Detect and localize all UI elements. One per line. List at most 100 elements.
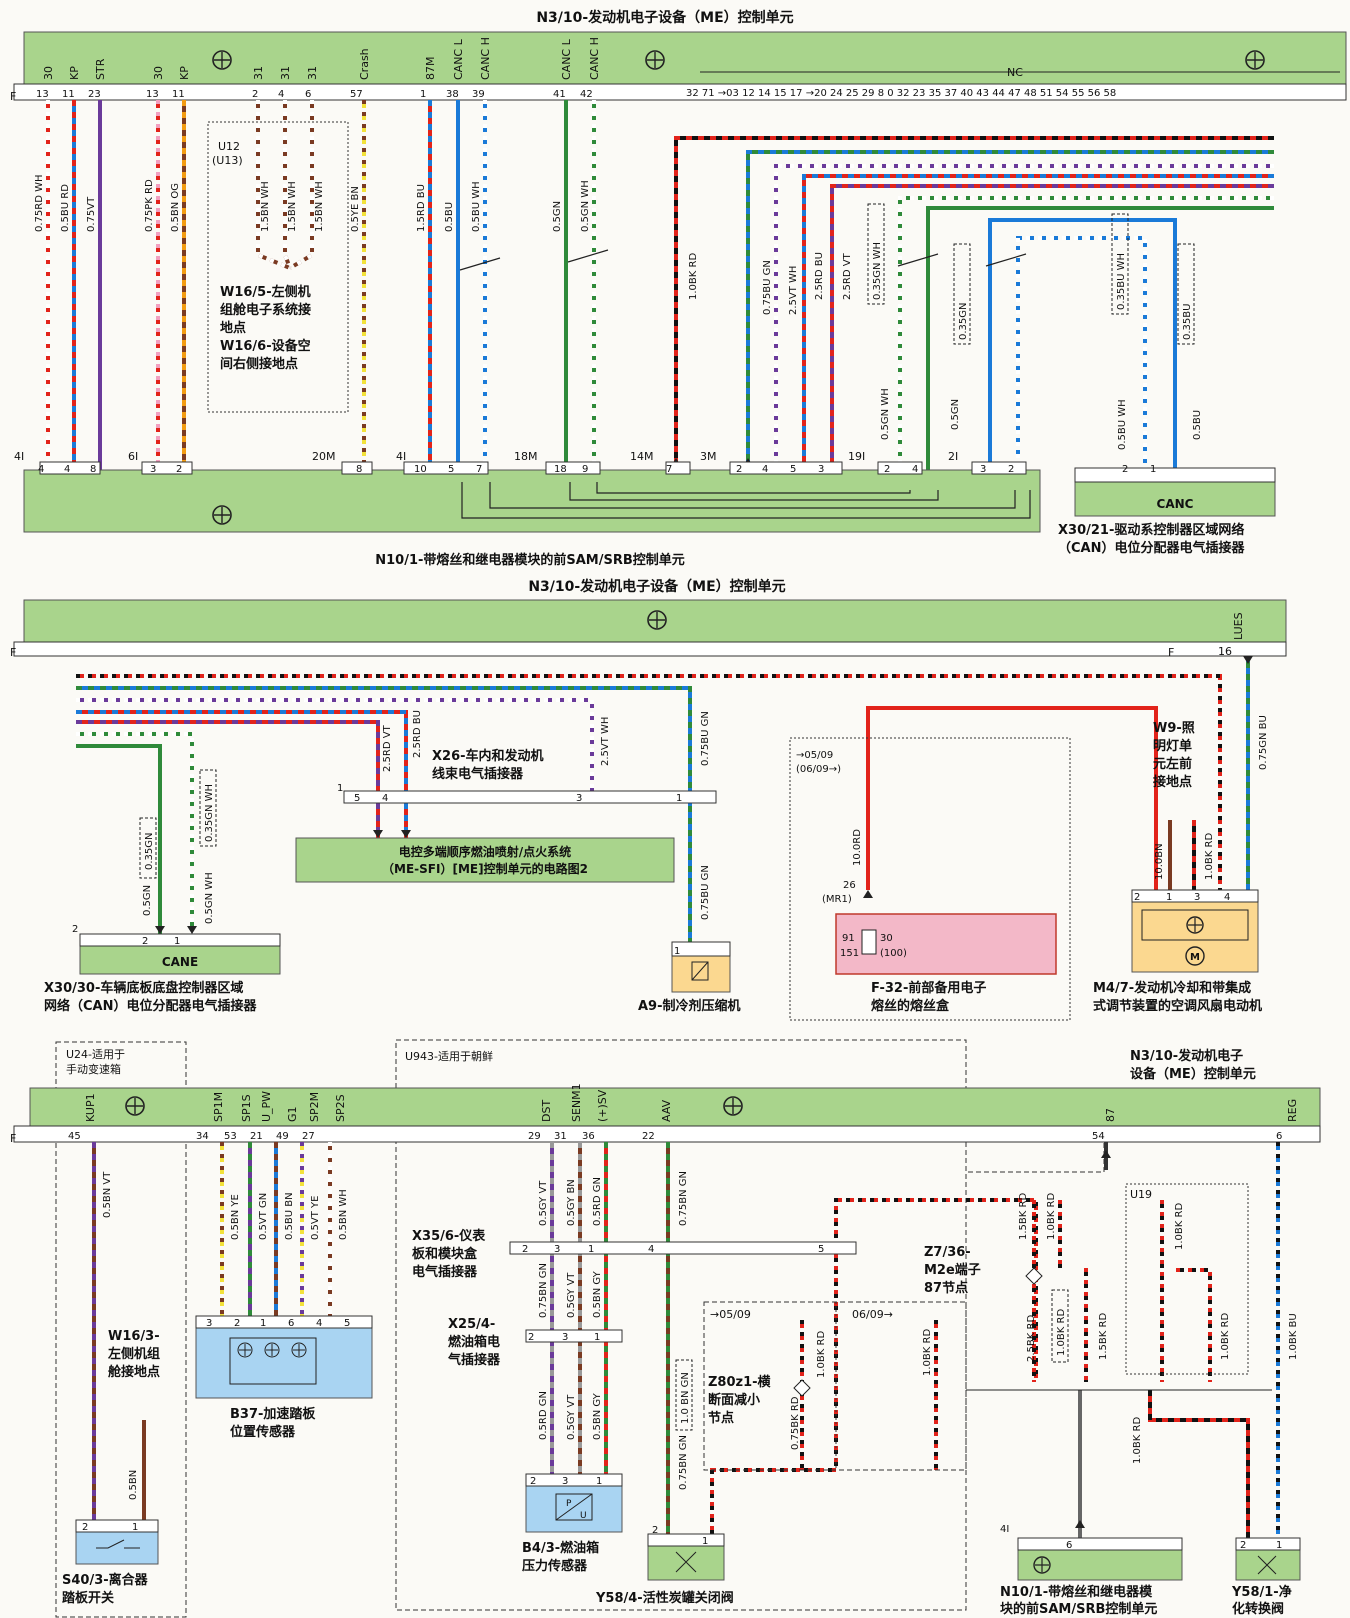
ground-icon — [264, 1342, 280, 1358]
wire-label: 0.35GN — [144, 833, 155, 871]
pin-number: 8 — [356, 464, 362, 475]
cross-section-box — [139, 817, 157, 879]
b37-line2: 位置传感器 — [230, 1424, 296, 1440]
pin-name: SP1M — [212, 1092, 225, 1122]
s3-n3-10-line1: N3/10-发动机电子 — [1130, 1048, 1243, 1064]
s1-bottom-title: N10/1-带熔丝和继电器模块的前SAM/SRB控制单元 — [375, 552, 685, 568]
pin-name: 87 — [1104, 1108, 1117, 1122]
pin-number: 36 — [582, 1131, 595, 1142]
switch-icon — [96, 1539, 140, 1549]
u943-box — [395, 1039, 967, 1611]
pin-number: 41 — [553, 89, 566, 100]
wire-label: 0.5BU WH — [471, 181, 482, 232]
wire-label: 0.5BN YE — [230, 1194, 241, 1240]
pin-number: 39 — [472, 89, 485, 100]
pin-number: 2 — [1008, 464, 1014, 475]
s40-line1: S40/3-离合器 — [62, 1572, 149, 1588]
s2-f-label-right: F — [1168, 646, 1174, 659]
wire-label: 0.5GN — [950, 399, 961, 430]
wire-label: 1.5BN WH — [260, 181, 271, 232]
pin-number: 3 — [980, 464, 986, 475]
wire-stripe — [674, 136, 1274, 470]
lues-pin-num: 16 — [1218, 645, 1232, 658]
pin-name: 31 — [306, 66, 319, 80]
wire-label: 0.35BU WH — [1116, 253, 1127, 310]
wire-0.75BU GN — [746, 150, 1274, 470]
m47-line1: M4/7-发动机冷却和带集成 — [1093, 980, 1251, 996]
arrow-icon — [187, 926, 197, 934]
wire-label: 1.0BK RD — [922, 1329, 933, 1376]
me-sfi-reference[interactable] — [295, 837, 675, 883]
ground-note-2: 组舱电子系统接 — [220, 302, 311, 318]
connector-strip — [971, 461, 1027, 475]
wire-label: 1.0BK RD — [1174, 1203, 1185, 1250]
cane-label: CANE — [162, 955, 198, 969]
pin-number: 3 — [206, 1318, 212, 1329]
s3-connector-strip — [13, 1125, 1321, 1143]
y58-1-strip — [1235, 1537, 1301, 1551]
wire-label: 1.0BK RD — [688, 253, 699, 300]
x30-21-line2: （CAN）电位分配器电气插接器 — [1058, 540, 1245, 556]
w16-3-line3: 舱接地点 — [108, 1364, 160, 1380]
s2-module-me — [23, 599, 1287, 643]
pin-number: 2 — [884, 464, 890, 475]
pin-number: 11 — [62, 89, 75, 100]
u19-label: U19 — [1130, 1188, 1152, 1201]
pin-number: 4 — [38, 464, 44, 475]
wire-label: 2.5VT WH — [788, 266, 799, 315]
z80-date-1: →05/09 — [710, 1308, 751, 1321]
z7-line1: Z7/36- — [924, 1245, 971, 1260]
wire-stripe — [76, 732, 194, 934]
wire-label: 0.5BU RD — [60, 184, 71, 232]
pin-number: 6 — [288, 1318, 294, 1329]
m47-line2: 式调节装置的空调风扇电动机 — [1093, 998, 1262, 1014]
s40-line2: 踏板开关 — [62, 1590, 114, 1606]
ground-icon — [212, 50, 232, 70]
pin-number: 7 — [476, 464, 482, 475]
pin-name: REG — [1286, 1099, 1299, 1122]
pin-number: 2 — [252, 89, 258, 100]
wire-ground — [283, 100, 292, 269]
x26-line2: 线束电气插接器 — [432, 766, 524, 782]
y58-4-pin-1: 1 — [702, 1536, 708, 1547]
a9-strip — [671, 941, 731, 957]
cross-section-box — [1177, 243, 1195, 345]
wire-label: 0.75VT — [86, 196, 97, 232]
pin-number: 4 — [912, 464, 918, 475]
wire-label: 0.5GY VT — [538, 1180, 549, 1226]
wire-core — [866, 706, 1158, 902]
x35-line2: 板和模块盒 — [412, 1246, 478, 1262]
wire-label: 0.5BU WH — [1117, 399, 1128, 450]
arrow-icon — [155, 926, 165, 934]
pin-number: 1 — [420, 89, 426, 100]
twist-marker — [985, 253, 1027, 267]
pin-name: 31 — [252, 66, 265, 80]
fuse-pin-mr1: (MR1) — [822, 894, 852, 905]
x26-connector — [343, 790, 717, 804]
wire-y581-pin2 — [1148, 1390, 1250, 1538]
w9-line1: W9-照 — [1153, 721, 1195, 736]
wire-label: 0.5BN WH — [338, 1189, 349, 1240]
wire-label: 0.35BU — [1182, 304, 1193, 340]
x26-pin-1b: 1 — [676, 793, 682, 804]
fuse-icon — [861, 929, 877, 955]
s1-top-title: N3/10-发动机电子设备（ME）控制单元 — [536, 9, 793, 26]
wire-label: 0.5GY BN — [566, 1179, 577, 1226]
b37-line1: B37-加速踏板 — [230, 1406, 316, 1422]
y58-1-pin-2: 2 — [1240, 1540, 1246, 1551]
s1-module-me — [23, 31, 1347, 85]
b43-pin-1: 1 — [596, 1476, 602, 1487]
wire-label: 0.5GN WH — [204, 872, 215, 924]
wire-stripe — [288, 100, 314, 270]
pin-name: SP2M — [308, 1092, 321, 1122]
pin-number: 21 — [250, 1131, 263, 1142]
cross-section-box — [675, 1359, 693, 1431]
x25-pin-2: 2 — [528, 1332, 534, 1343]
ground-icon — [1245, 50, 1265, 70]
ground-icon — [237, 1342, 253, 1358]
ground-note-5: 间右侧接地点 — [220, 356, 298, 372]
wire-label: 0.75PK RD — [144, 179, 155, 232]
fuse-inner-151: 151 — [840, 948, 859, 959]
pin-name: SP2S — [334, 1094, 347, 1122]
